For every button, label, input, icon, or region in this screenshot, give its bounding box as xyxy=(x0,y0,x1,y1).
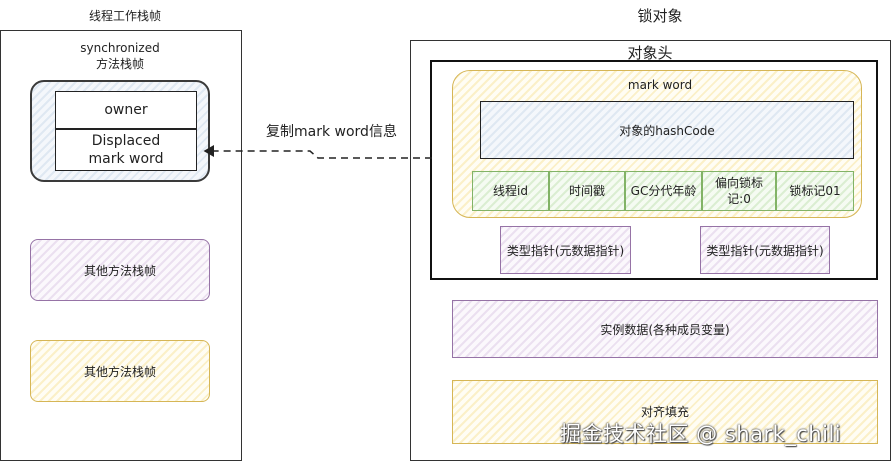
mark-word-cell-lock-flag: 锁标记01 xyxy=(776,171,854,211)
biased-lock-line1: 偏向锁标 xyxy=(714,176,763,190)
instance-data: 实例数据(各种成员变量) xyxy=(452,300,878,358)
sync-frame-label-line2: 方法栈帧 xyxy=(95,57,144,71)
mark-word-title: mark word xyxy=(627,78,693,92)
mark-word-cell-timestamp: 时间戳 xyxy=(549,171,625,211)
type-pointer: 类型指针(元数据指针) xyxy=(500,226,631,274)
mark-word-cell-biased-lock: 偏向锁标 记:0 xyxy=(702,171,776,211)
mark-word-cell-thread-id: 线程id xyxy=(472,171,549,211)
watermark-text: 掘金技术社区 @ shark_chili xyxy=(560,422,842,446)
displaced-line1: Displaced xyxy=(91,133,161,149)
other-method-frame: 其他方法栈帧 xyxy=(30,340,210,402)
type-pointer: 类型指针(元数据指针) xyxy=(700,226,830,274)
other-method-frame: 其他方法栈帧 xyxy=(30,239,210,301)
lock-record-owner: owner xyxy=(55,91,197,129)
displaced-line2: mark word xyxy=(88,151,164,167)
sync-frame-label: synchronized 方法栈帧 xyxy=(60,39,180,73)
lock-record-displaced-mark-word: Displaced mark word xyxy=(55,129,197,171)
hashcode-field: 对象的hashCode xyxy=(480,101,854,159)
sync-frame-label-line1: synchronized xyxy=(80,41,160,55)
mark-word-cell-gc-age: GC分代年龄 xyxy=(625,171,702,211)
copy-mark-word-label: 复制mark word信息 xyxy=(266,124,397,140)
alignment-padding: 对齐填充 xyxy=(452,380,878,444)
stack-frames-title: 线程工作栈帧 xyxy=(88,8,161,23)
lock-object-title: 锁对象 xyxy=(637,6,683,25)
object-header-title: 对象头 xyxy=(627,43,673,62)
biased-lock-line2: 记:0 xyxy=(727,192,751,206)
